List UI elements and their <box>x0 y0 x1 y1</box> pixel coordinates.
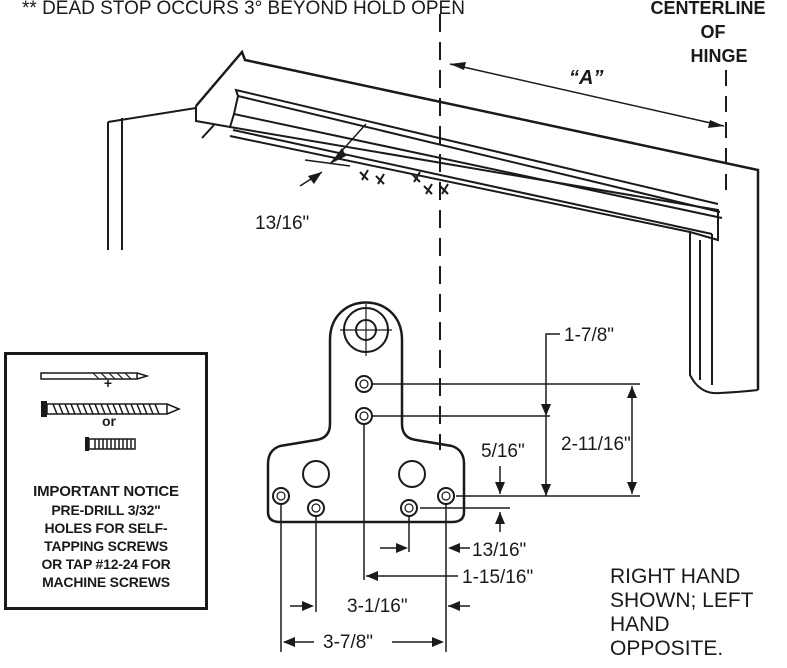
hand-note: RIGHT HAND SHOWN; LEFT HAND OPPOSITE. <box>610 565 780 661</box>
notice-line: TAPPING SCREWS <box>44 538 168 554</box>
door-frame <box>107 49 760 395</box>
frame-offset-dim: 13/16" <box>255 213 309 234</box>
notice-line: PRE-DRILL 3/32" <box>51 502 161 518</box>
notice-line: OR TAP #12-24 FOR <box>41 556 171 572</box>
centerline-label-3: HINGE <box>690 46 747 66</box>
vertical-dimensions <box>372 333 640 532</box>
centerline-label-2: OF <box>701 22 726 42</box>
screw-illustrations <box>40 372 181 451</box>
horizontal-dimensions <box>280 424 470 652</box>
hole-span-dim: 2-11/16" <box>561 434 631 455</box>
notice-title: IMPORTANT NOTICE <box>33 483 179 500</box>
horizontal-dimension-arrows <box>283 543 460 647</box>
drill-bit-icon <box>40 372 150 380</box>
a-dimension-line <box>449 62 725 128</box>
bottom-offset-dim: 5/16" <box>481 441 525 462</box>
hole-spacing-outer-dim: 3-1/16" <box>347 596 408 617</box>
important-notice-box: + or IMPORTANT NOTICE PRE-DRILL 3/32" HO… <box>4 352 208 610</box>
notice-text: IMPORTANT NOTICE PRE-DRILL 3/32" HOLES F… <box>7 483 205 591</box>
machine-screw-icon <box>85 437 136 451</box>
self-tapping-screw-icon <box>41 401 181 417</box>
a-dimension-label: “A” <box>569 67 603 89</box>
centerline-label-1: CENTERLINE <box>650 0 765 18</box>
plus-sign: + <box>103 375 113 391</box>
notice-line: MACHINE SCREWS <box>42 574 170 590</box>
dead-stop-note: ** DEAD STOP OCCURS 3° BEYOND HOLD OPEN <box>22 0 465 19</box>
hole-spacing-small-dim: 13/16" <box>472 540 526 561</box>
hand-note-line: OPPOSITE. <box>610 637 724 660</box>
hand-note-line: SHOWN; LEFT <box>610 589 754 612</box>
frame-offset-callout <box>299 123 367 187</box>
screw-marks <box>359 169 449 195</box>
mounting-plate <box>266 301 466 524</box>
notice-line: HOLES FOR SELF- <box>44 520 168 536</box>
top-hole-dim: 1-7/8" <box>564 325 614 346</box>
hole-spacing-mid-dim: 1-15/16" <box>462 567 533 588</box>
hand-note-line: HAND <box>610 613 670 636</box>
vertical-dimension-arrows <box>495 386 637 524</box>
hand-note-line: RIGHT HAND <box>610 565 741 588</box>
plate-width-dim: 3-7/8" <box>323 632 373 653</box>
or-label: or <box>102 413 116 429</box>
